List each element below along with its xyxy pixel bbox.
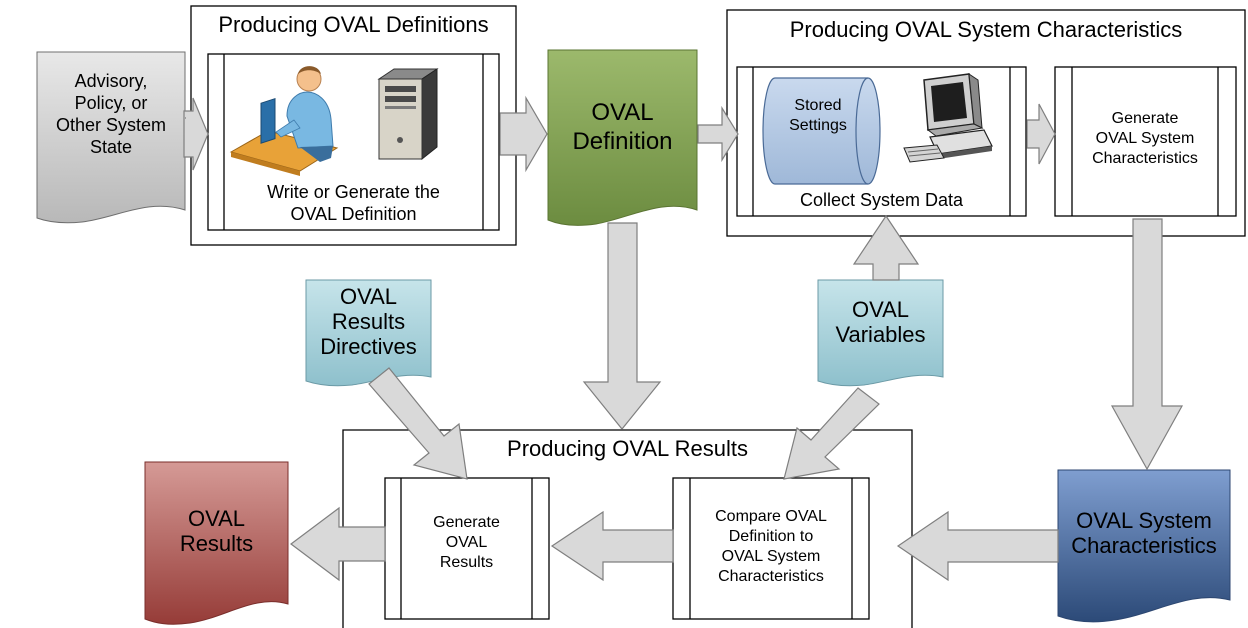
- compare-process: [672, 477, 870, 620]
- arrow-advisory-to-write: [183, 97, 209, 171]
- oval-variables-document: [817, 279, 944, 387]
- arrow-variables-up: [852, 214, 920, 281]
- arrow-generate-results-to-results: [290, 506, 386, 582]
- stored-settings-cylinder: [762, 77, 881, 185]
- server-tower-icon: [377, 68, 439, 161]
- person-at-desk-icon: [229, 66, 339, 176]
- arrow-generate-sc-down: [1110, 218, 1184, 471]
- oval-results-document: [144, 461, 289, 625]
- advisory-document: [36, 51, 186, 224]
- arrow-write-to-definition: [499, 95, 548, 173]
- arrow-definition-to-collect: [697, 105, 739, 163]
- arrow-directives-to-generate: [368, 367, 468, 480]
- block-arrows: [183, 95, 1184, 582]
- oval-system-characteristics-document: [1057, 469, 1231, 623]
- arrow-variables-to-compare: [783, 387, 880, 480]
- oval-definition-document: [547, 49, 698, 226]
- arrow-compare-to-generate-results: [550, 510, 674, 582]
- generate-results-process: [384, 477, 550, 620]
- producing-definitions-title: Producing OVAL Definitions: [218, 12, 489, 37]
- collect-system-data-label: Collect System Data: [799, 190, 964, 210]
- arrow-sc-to-compare: [896, 510, 1059, 582]
- desktop-computer-icon: [903, 72, 993, 163]
- producing-sc-title: Producing OVAL System Characteristics: [789, 17, 1183, 42]
- arrow-collect-to-generate-sc: [1026, 103, 1056, 165]
- producing-results-title: Producing OVAL Results: [507, 436, 748, 461]
- oval-results-directives-document: [305, 279, 432, 387]
- arrow-definition-down: [582, 222, 662, 430]
- generate-sc-process: [1054, 66, 1237, 217]
- write-definition-process: [207, 53, 500, 231]
